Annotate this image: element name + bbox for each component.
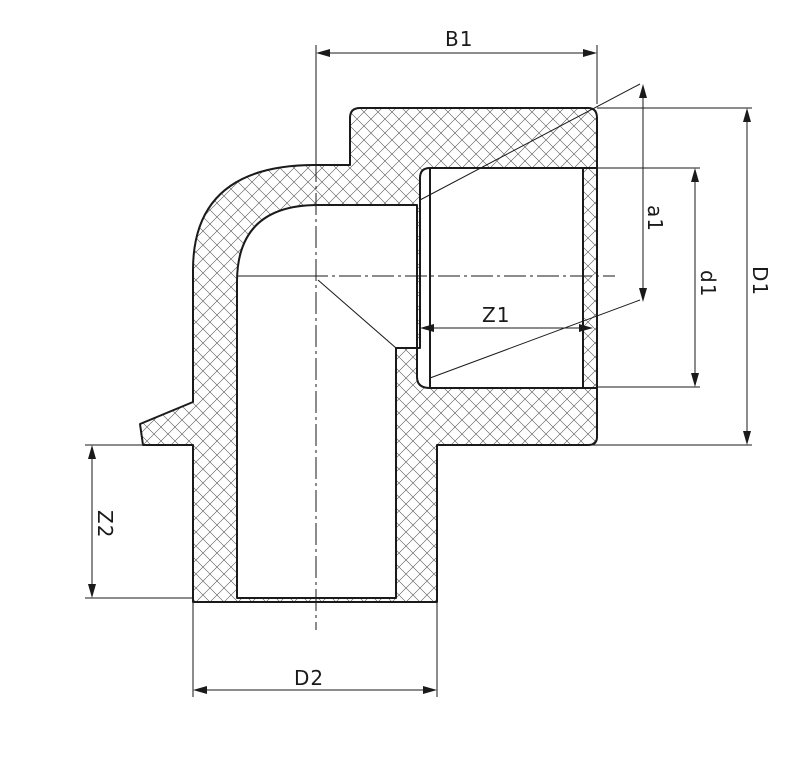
a1-label: a1: [643, 205, 667, 232]
D2-label: D2: [294, 666, 324, 690]
flow-diagonal: [317, 279, 397, 349]
z1-arrow-right: [579, 324, 593, 332]
b1-arrow-left: [316, 49, 330, 57]
z2-arrow-top: [88, 445, 96, 459]
d1-label: d1: [696, 270, 720, 297]
b1-label: B1: [445, 27, 473, 51]
z2-label: Z2: [93, 510, 117, 538]
d1-arrow-top: [691, 168, 699, 182]
b1-arrow-right: [583, 49, 597, 57]
a1-leader-bottom: [429, 299, 641, 379]
z1-arrow-left: [420, 324, 434, 332]
z1-label: Z1: [482, 303, 510, 327]
a1-arrow-top: [639, 84, 647, 98]
z2-arrow-bottom: [88, 584, 96, 598]
a1-arrow-bottom: [639, 288, 647, 302]
D1-arrow-bottom: [743, 431, 751, 445]
fitting-wall-section: [139, 107, 598, 603]
D2-arrow-right: [423, 686, 437, 694]
D1-arrow-top: [743, 108, 751, 122]
a1-leader-top: [419, 83, 641, 201]
D2-arrow-left: [193, 686, 207, 694]
socket-bottom-edge: [583, 167, 597, 389]
d1-arrow-bottom: [691, 373, 699, 387]
D1-label: D1: [748, 266, 772, 296]
